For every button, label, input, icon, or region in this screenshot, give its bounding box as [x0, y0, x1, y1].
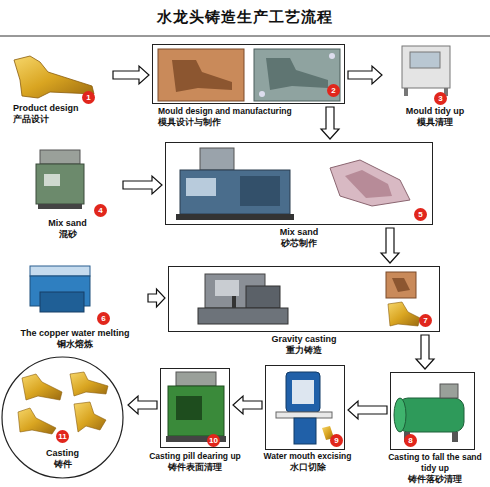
process-frame: Gravity casting重力铸造 — [168, 266, 440, 356]
step-label-chinese: 铜水熔炼 — [57, 339, 93, 350]
step-label-chinese: 砂芯制作 — [281, 238, 317, 249]
step-label: The copper water melting — [20, 328, 129, 339]
step-label: Mould tidy up — [406, 106, 465, 117]
step-label-chinese: 模具清理 — [417, 117, 453, 128]
callout-number: 9 — [330, 434, 343, 447]
process-step: Mix sand混砂 — [15, 140, 120, 240]
step-label: Water mouth excising — [263, 451, 351, 462]
frame-border — [165, 142, 433, 225]
mould-illustration — [158, 49, 340, 101]
step-label-chinese: 水口切除 — [290, 462, 326, 473]
frame-border — [160, 368, 230, 448]
step-label-chinese: 重力铸造 — [286, 345, 322, 356]
cleaning-cabinet-illustration — [402, 46, 450, 96]
callout-number: 3 — [434, 92, 447, 105]
flow-arrow — [113, 66, 149, 84]
step-label: Product design — [13, 103, 79, 114]
flow-arrow — [321, 107, 339, 139]
step-label: Mix sand — [280, 227, 319, 238]
gravity-casting-illustration — [198, 272, 420, 326]
callout-number: 1 — [82, 91, 95, 104]
frame-border — [390, 372, 475, 450]
sand-mixer-illustration — [36, 150, 84, 209]
step-label: Casting pill dearing up — [149, 451, 241, 462]
process-step: Product design产品设计 — [5, 50, 110, 125]
step-label-chinese: 混砂 — [59, 229, 77, 240]
callout-number: 11 — [56, 430, 69, 443]
process-frame: Water mouth excising水口切除 — [255, 365, 360, 473]
process-frame: Casting to fall the sand tidy up铸件落砂清理 — [385, 372, 485, 485]
flow-arrow — [416, 335, 434, 369]
flow-arrow — [128, 396, 157, 414]
melting-furnace-illustration — [30, 266, 90, 312]
flow-arrow — [148, 289, 165, 307]
step-label-chinese: 铸件落砂清理 — [408, 474, 462, 485]
faucet-illustration — [14, 56, 94, 98]
step-label: Gravity casting — [271, 334, 336, 345]
step-label: Casting — [46, 448, 79, 459]
step-label: Mould design and manufacturing — [158, 106, 292, 117]
callout-number: 2 — [327, 84, 340, 97]
step-label-chinese: 铸件表面清理 — [168, 462, 222, 473]
callout-number: 5 — [414, 208, 427, 221]
diagram-title: 水龙头铸造生产工艺流程 — [0, 8, 490, 27]
flow-arrow — [123, 176, 162, 194]
process-step: The copper water melting铜水熔炼 — [5, 258, 145, 350]
process-frame: Mould design and manufacturing模具设计与制作 — [152, 44, 345, 128]
flow-arrow — [348, 401, 387, 419]
step-label-chinese: 产品设计 — [13, 114, 49, 125]
callout-number: 10 — [207, 434, 220, 447]
process-step: Mould tidy up模具清理 — [385, 40, 485, 128]
process-frame: Casting pill dearing up铸件表面清理 — [135, 368, 255, 473]
frame-border — [152, 44, 345, 104]
step-label-chinese: 模具设计与制作 — [158, 117, 221, 128]
callout-number: 7 — [419, 314, 432, 327]
step-label: Mix sand — [48, 218, 87, 229]
sand-drum-illustration — [394, 384, 464, 442]
title-rule — [0, 36, 490, 37]
flow-arrow — [233, 396, 262, 414]
frame-border — [168, 266, 440, 332]
result-circle: Casting铸件 — [0, 355, 125, 480]
band-saw-illustration — [276, 372, 334, 444]
castings-illustration — [18, 372, 108, 434]
callout-number: 6 — [97, 312, 110, 325]
flow-arrow — [348, 66, 382, 84]
step-label-chinese: 铸件 — [54, 459, 72, 470]
core-machine-illustration — [176, 148, 410, 220]
flow-arrow — [381, 228, 399, 263]
shot-blaster-illustration — [166, 372, 226, 442]
callout-number: 4 — [94, 204, 107, 217]
step-label: Casting to fall the sand tidy up — [385, 452, 485, 474]
callout-number: 8 — [404, 434, 417, 447]
